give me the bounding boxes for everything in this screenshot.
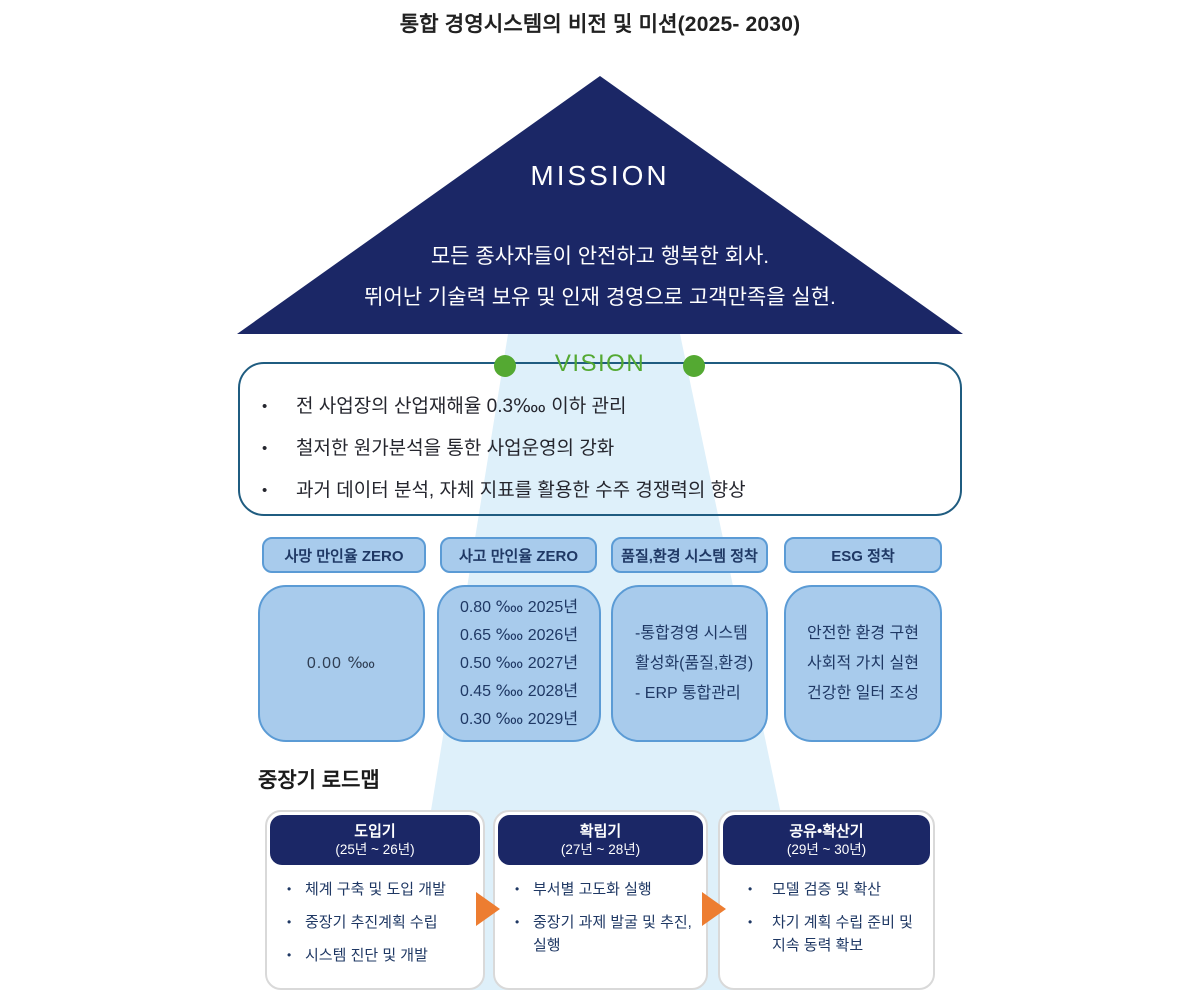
esg-line: 안전한 환경 구현: [807, 624, 919, 642]
mission-label: MISSION: [530, 160, 670, 191]
phase-2-items: 부서별 고도화 실행 중장기 과제 발굴 및 추진, 실행: [515, 878, 698, 967]
roadmap-card-phase-3: 공유•확산기 (29년 ~ 30년) 모델 검증 및 확산 차기 계획 수립 준…: [718, 810, 935, 990]
vision-bullet: 철저한 원가분석을 통한 사업운영의 강화: [262, 428, 746, 470]
goal-box-esg: 안전한 환경 구현 사회적 가치 실현 건강한 일터 조성: [784, 585, 942, 742]
mission-statement: 모든 종사자들이 안전하고 행복한 회사. 뛰어난 기술력 보유 및 인재 경영…: [237, 236, 963, 318]
vision-bullet-list: 전 사업장의 산업재해율 0.3‱ 이하 관리 철저한 원가분석을 통한 사업운…: [262, 386, 746, 512]
phase-2-title: 확립기: [579, 823, 622, 840]
vision-bullet: 과거 데이터 분석, 자체 지표를 활용한 수주 경쟁력의 향상: [262, 470, 746, 512]
mission-line-1: 모든 종사자들이 안전하고 행복한 회사.: [430, 245, 770, 268]
goal-box-quality-env: -통합경영 시스템 활성화(품질,환경) - ERP 통합관리: [611, 585, 768, 742]
page-title: 통합 경영시스템의 비전 및 미션(2025- 2030): [399, 13, 801, 36]
phase-1-items: 체계 구축 및 도입 개발 중장기 추진계획 수립 시스템 진단 및 개발: [287, 878, 475, 977]
vision-dot-right: [683, 355, 705, 377]
phase-1-header: 도입기 (25년 ~ 26년): [270, 815, 480, 865]
phase-1-item: 체계 구축 및 도입 개발: [287, 878, 475, 901]
accident-target: 0.30 ‱ 2029년: [459, 710, 579, 728]
roadmap-heading: 중장기 로드맵: [258, 769, 380, 792]
goal-box-accident-rate: 0.80 ‱ 2025년 0.65 ‱ 2026년 0.50 ‱ 2027년 0…: [437, 585, 601, 742]
esg-line: 사회적 가치 실현: [807, 654, 919, 672]
death-rate-value: 0.00 ‱: [306, 654, 377, 672]
esg-line: 건강한 일터 조성: [807, 684, 919, 702]
accident-target: 0.65 ‱ 2026년: [459, 626, 579, 644]
mission-triangle: MISSION 모든 종사자들이 안전하고 행복한 회사. 뛰어난 기술력 보유…: [237, 76, 963, 334]
goal-header-quality-env: 품질,환경 시스템 정착: [611, 537, 768, 573]
phase-2-item: 부서별 고도화 실행: [515, 878, 698, 901]
phase-3-items: 모델 검증 및 확산 차기 계획 수립 준비 및 지속 동력 확보: [740, 878, 925, 967]
phase-2-period: (27년 ~ 28년): [560, 842, 641, 857]
vision-box: [238, 362, 962, 516]
goal-box-death-rate: 0.00 ‱: [258, 585, 425, 742]
quality-env-line: -통합경영 시스템: [635, 624, 748, 642]
goal-header-accident-rate: 사고 만인율 ZERO: [440, 537, 597, 573]
phase-2-header: 확립기 (27년 ~ 28년): [498, 815, 703, 865]
phase-3-item: 차기 계획 수립 준비 및 지속 동력 확보: [740, 911, 925, 957]
mission-line-2: 뛰어난 기술력 보유 및 인재 경영으로 고객만족을 실현.: [364, 286, 836, 309]
vision-bullet: 전 사업장의 산업재해율 0.3‱ 이하 관리: [262, 386, 746, 428]
phase-3-item: 모델 검증 및 확산: [740, 878, 925, 901]
phase-3-title: 공유•확산기: [789, 823, 864, 840]
accident-target: 0.45 ‱ 2028년: [459, 682, 579, 700]
quality-env-line: 활성화(품질,환경): [635, 654, 754, 672]
accident-target: 0.50 ‱ 2027년: [459, 654, 579, 672]
phase-3-period: (29년 ~ 30년): [786, 842, 867, 857]
goal-header-esg: ESG 정착: [784, 537, 942, 573]
goal-header-death-rate: 사망 만인율 ZERO: [262, 537, 426, 573]
vision-label: VISION: [554, 350, 646, 377]
phase-1-item: 중장기 추진계획 수립: [287, 911, 475, 934]
phase-1-period: (25년 ~ 26년): [335, 842, 415, 857]
vision-dot-left: [494, 355, 516, 377]
roadmap-card-phase-2: 확립기 (27년 ~ 28년) 부서별 고도화 실행 중장기 과제 발굴 및 추…: [493, 810, 708, 990]
accident-target: 0.80 ‱ 2025년: [459, 598, 579, 616]
roadmap-card-phase-1: 도입기 (25년 ~ 26년) 체계 구축 및 도입 개발 중장기 추진계획 수…: [265, 810, 485, 990]
phase-3-header: 공유•확산기 (29년 ~ 30년): [723, 815, 930, 865]
phase-1-title: 도입기: [354, 823, 396, 840]
phase-1-item: 시스템 진단 및 개발: [287, 944, 475, 967]
phase-2-item: 중장기 과제 발굴 및 추진, 실행: [515, 911, 698, 957]
quality-env-line: - ERP 통합관리: [635, 684, 741, 702]
